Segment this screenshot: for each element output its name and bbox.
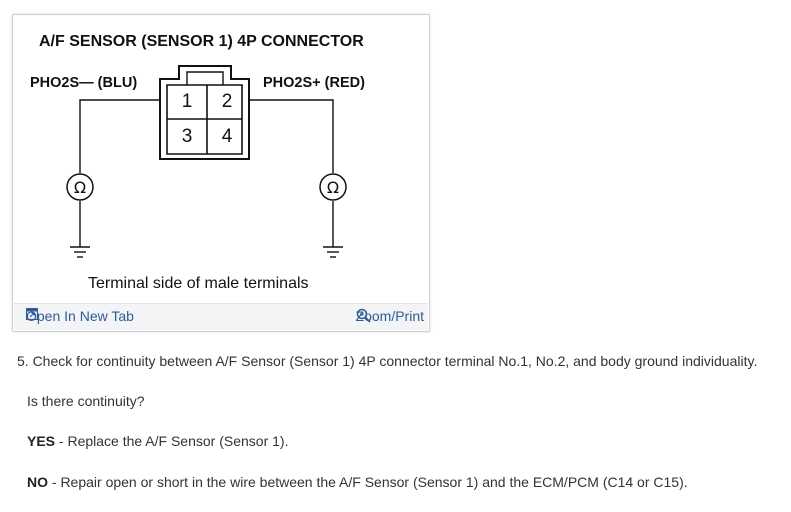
left-wire [79, 99, 160, 247]
continuity-question: Is there continuity? [27, 393, 145, 409]
left-ohm-symbol: Ω [74, 178, 86, 197]
left-wire-label: PHO2S— (BLU) [30, 75, 137, 91]
terminal-2: 2 [222, 91, 233, 112]
zoom-print-link[interactable]: Zoom/Print [356, 308, 424, 324]
no-label: NO [27, 474, 48, 490]
connector-housing [159, 65, 250, 160]
right-wire [249, 99, 334, 247]
step-instruction: 5. Check for continuity between A/F Sens… [17, 353, 758, 369]
no-text: - Repair open or short in the wire betwe… [48, 474, 688, 490]
terminal-4: 4 [222, 126, 233, 147]
terminal-1: 1 [182, 91, 193, 112]
yes-text: - Replace the A/F Sensor (Sensor 1). [55, 433, 289, 449]
right-wire-label: PHO2S+ (RED) [263, 75, 365, 91]
yes-label: YES [27, 433, 56, 449]
open-in-new-tab-link[interactable]: Open In New Tab [26, 308, 134, 324]
magnifier-icon [356, 308, 371, 323]
figure-toolbar: Open In New Tab Zoom/Print [14, 303, 428, 330]
external-link-icon [26, 308, 38, 320]
right-ohmmeter-icon: Ω [319, 173, 347, 201]
connector-diagram: A/F SENSOR (SENSOR 1) 4P CONNECTOR PHO2S… [30, 33, 365, 292]
diagram-figure: A/F SENSOR (SENSOR 1) 4P CONNECTOR PHO2S… [12, 14, 430, 332]
terminal-3: 3 [182, 126, 193, 147]
open-in-new-tab-label: Open In New Tab [26, 308, 134, 324]
right-ground-icon [323, 246, 343, 258]
no-answer: NO - Repair open or short in the wire be… [27, 474, 688, 490]
diagram-title: A/F SENSOR (SENSOR 1) 4P CONNECTOR [39, 33, 364, 50]
zoom-print-label: Zoom/Print [355, 308, 424, 324]
left-ohmmeter-icon: Ω [66, 173, 94, 201]
right-ohm-symbol: Ω [327, 178, 339, 197]
diagram-caption: Terminal side of male terminals [88, 275, 309, 292]
left-ground-icon [70, 246, 90, 258]
yes-answer: YES - Replace the A/F Sensor (Sensor 1). [27, 433, 288, 449]
